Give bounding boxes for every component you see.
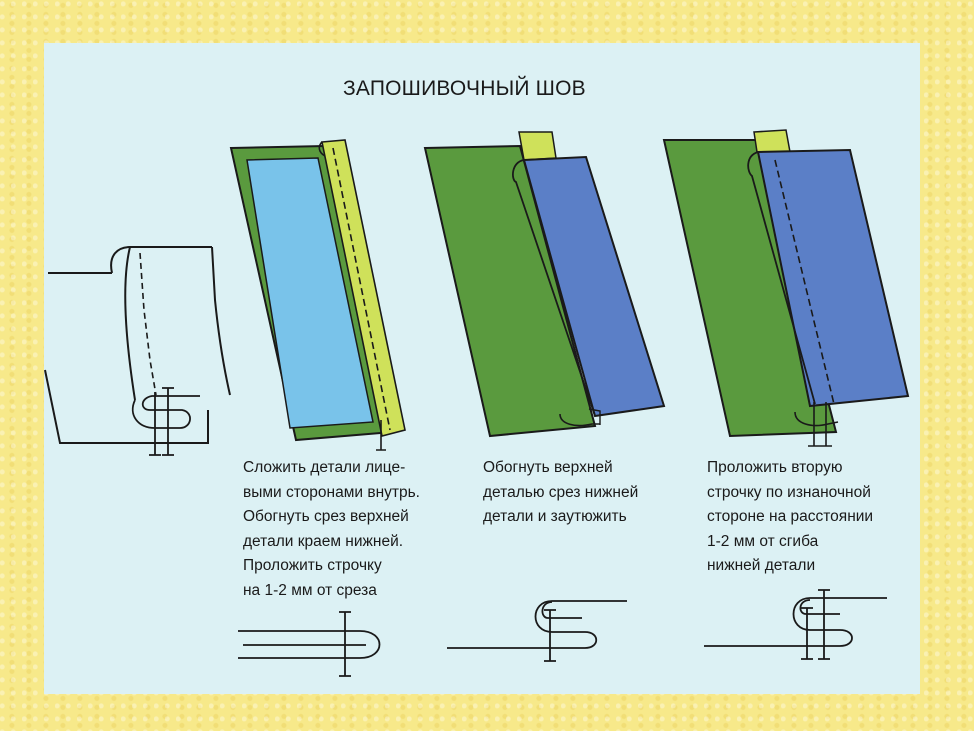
step-1-cross-section: [238, 611, 381, 677]
step-2-cross-section: [447, 600, 627, 662]
step-2-caption: Обогнуть верхней деталью срез нижней дет…: [483, 459, 639, 525]
diagram-title: ЗАПОШИВОЧНЫЙ ШОВ: [343, 77, 586, 100]
step-3-cross-section: [704, 589, 887, 660]
finished-seam-sketch: [44, 246, 231, 456]
step-3-drawing: [662, 129, 910, 447]
step-1-drawing: [229, 139, 406, 451]
step-3-caption: Проложить вторую строчку по изнаночной с…: [707, 459, 874, 574]
step-2-drawing: [423, 131, 666, 438]
step-1-caption: Сложить детали лице- выми сторонами внут…: [243, 459, 420, 599]
